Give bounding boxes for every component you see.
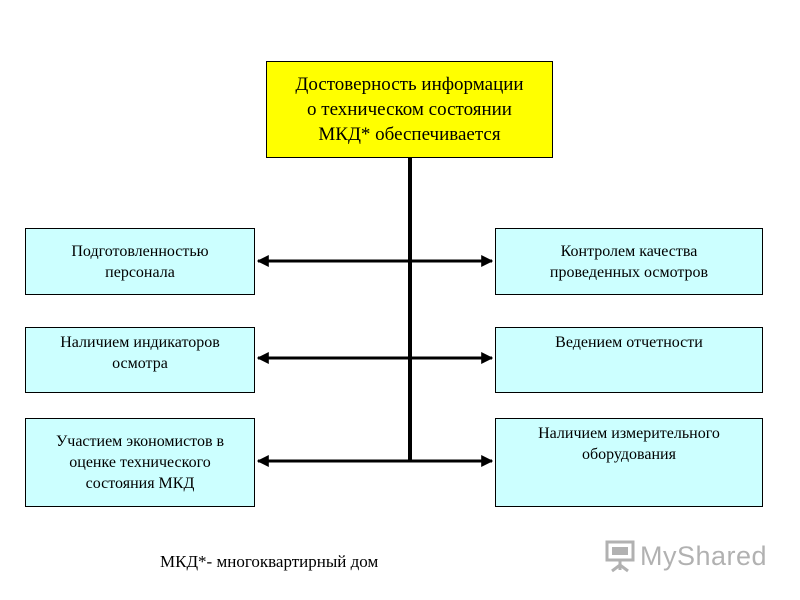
presentation-board-icon (605, 540, 635, 573)
right-box-1-line-1: Контролем качества (560, 242, 698, 260)
left-box-3-line-2: оценке технического (69, 454, 211, 471)
top-box-line-3: МКД* обеспечивается (318, 124, 501, 145)
left-box-staff-preparedness: Подготовленностью персонала (25, 228, 255, 295)
left-box-1-line-1: Подготовленностью (71, 242, 209, 260)
top-box-reliability: Достоверность информации о техническом с… (266, 61, 553, 158)
right-box-3-line-1: Наличием измерительного (538, 425, 720, 442)
left-box-3-line-1: Участием экономистов в (55, 433, 225, 450)
watermark-text: MyShared (640, 540, 768, 571)
left-box-inspection-indicators: Наличием индикаторов осмотра (25, 327, 255, 393)
left-box-2-line-1: Наличием индикаторов (60, 334, 220, 351)
left-box-1-line-2: персонала (105, 263, 175, 281)
left-box-3-line-3: состояния МКД (85, 475, 195, 492)
right-box-2-line-1: Ведением отчетности (555, 334, 703, 351)
left-box-economists-participation: Участием экономистов в оценке техническо… (25, 418, 255, 507)
watermark-logo: MyShared (604, 538, 774, 574)
right-box-measuring-equipment: Наличием измерительного оборудования (495, 418, 763, 507)
footnote: МКД*- многоквартирный дом (160, 552, 379, 571)
top-box-line-1: Достоверность информации (295, 74, 524, 95)
top-box-line-2: о техническом состоянии (307, 99, 512, 120)
right-box-1-line-2: проведенных осмотров (549, 263, 709, 281)
left-box-2-line-2: осмотра (112, 355, 168, 372)
right-box-3-line-2: оборудования (581, 446, 676, 463)
right-box-quality-control: Контролем качества проведенных осмотров (495, 228, 763, 295)
right-box-reporting: Ведением отчетности (495, 327, 763, 393)
